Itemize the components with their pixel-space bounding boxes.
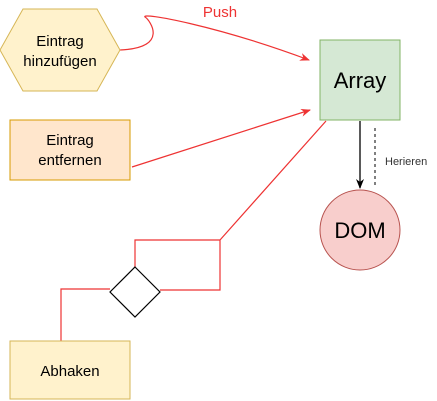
array-label: Array	[334, 68, 387, 93]
decision-diamond	[109, 266, 161, 318]
eintrag-hinzufuegen-line2: hinzufügen	[23, 53, 96, 70]
abhaken-box	[9, 340, 131, 400]
node-abhaken[interactable]: Abhaken	[9, 340, 131, 400]
eintrag-entfernen-line2: entfernen	[38, 152, 101, 169]
array-box	[319, 39, 401, 121]
eintrag-hinzufuegen-line1: Eintrag	[36, 33, 84, 50]
node-array[interactable]: Array	[319, 39, 401, 121]
dom-circle	[319, 189, 401, 271]
push-label: Push	[203, 4, 237, 21]
node-eintrag-entfernen[interactable]: Eintrag entfernen	[9, 119, 131, 181]
abhaken-label: Abhaken	[40, 363, 99, 380]
node-eintrag-hinzufuegen[interactable]: Eintrag hinzufügen	[0, 8, 121, 92]
node-dom[interactable]: DOM	[319, 189, 401, 271]
herieren-label: Herieren	[385, 156, 427, 168]
entfernen-to-array-edge	[131, 108, 311, 168]
eintrag-entfernen-line1: Eintrag	[46, 132, 94, 149]
node-decision[interactable]	[109, 266, 161, 318]
hexagon-shape	[0, 8, 121, 92]
dom-label: DOM	[334, 218, 385, 243]
abhaken-to-array-edge	[60, 120, 327, 341]
push-edge	[119, 15, 310, 61]
entfernen-box	[9, 119, 131, 181]
